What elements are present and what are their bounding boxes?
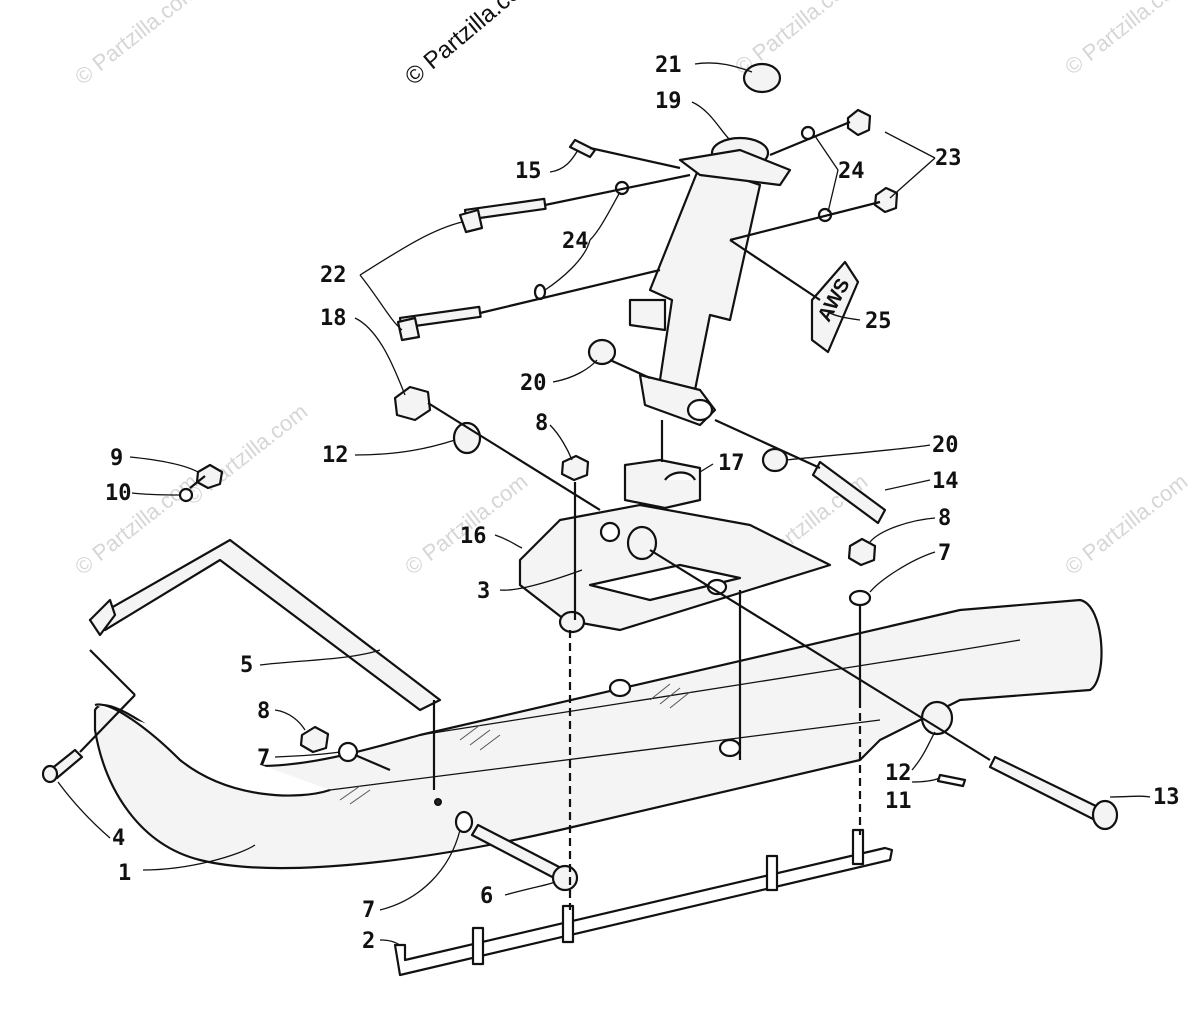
nut-18	[393, 385, 432, 422]
callout-22: 22	[320, 263, 347, 288]
callout-5: 5	[240, 653, 253, 678]
callout-1: 1	[118, 861, 131, 886]
callout-9: 9	[110, 446, 123, 471]
bushing-20-top	[587, 338, 617, 366]
callout-18: 18	[320, 306, 347, 331]
ski-body	[93, 598, 1103, 870]
aws-decal: AWS	[810, 260, 860, 354]
callout-leaders	[57, 62, 1151, 946]
callout-19: 19	[655, 89, 682, 114]
callout-24-left: 24	[562, 229, 589, 254]
callout-12-left: 12	[322, 443, 349, 468]
callout-21: 21	[655, 53, 682, 78]
ski-hatching	[339, 683, 691, 805]
callout-8-left: 8	[257, 699, 270, 724]
bolt-13	[988, 755, 1119, 831]
nut-23-bottom	[873, 186, 899, 214]
callout-13: 13	[1153, 785, 1180, 810]
nut-8-left	[299, 725, 330, 754]
pin-11	[936, 773, 967, 788]
nut-23-top	[846, 108, 872, 137]
callout-20-top: 20	[520, 371, 547, 396]
callout-7-right: 7	[938, 541, 951, 566]
bushing-12-right	[920, 700, 954, 736]
washer-10	[178, 487, 194, 503]
callout-7-left: 7	[257, 746, 270, 771]
hole-marker	[434, 798, 442, 806]
callout-2: 2	[362, 929, 375, 954]
washer-7-right	[848, 589, 872, 607]
nut-9	[195, 463, 224, 490]
callout-15: 15	[515, 159, 542, 184]
callout-10: 10	[105, 481, 132, 506]
callout-16: 16	[460, 524, 487, 549]
washer-7-left	[337, 741, 359, 763]
bushing	[626, 525, 658, 561]
nut-8-center	[560, 454, 590, 482]
callout-numbers: 21 19 15 23 24 24 22 18 25 20 12 8 17 20…	[105, 53, 1180, 954]
washer-7-bottom	[454, 810, 474, 834]
callout-4: 4	[112, 826, 125, 851]
spacer-under-bracket	[558, 610, 586, 634]
callout-12-right: 12	[885, 761, 912, 786]
bolt-15	[568, 138, 597, 159]
bolt-upper	[458, 197, 547, 234]
callout-7-bottom: 7	[362, 898, 375, 923]
callout-8-center: 8	[535, 411, 548, 436]
bolt-lower	[396, 305, 482, 342]
shock-cap	[742, 62, 782, 94]
callout-25: 25	[865, 309, 892, 334]
callout-8-right: 8	[938, 506, 951, 531]
spindle-block	[623, 458, 702, 510]
callout-3: 3	[477, 579, 490, 604]
nut-8-right	[847, 537, 877, 567]
callout-24-right: 24	[838, 159, 865, 184]
sleeve-14	[811, 460, 887, 525]
ski-runner	[393, 828, 894, 977]
assembly-lines	[79, 120, 991, 910]
callout-20-right: 20	[932, 433, 959, 458]
callout-6: 6	[480, 884, 493, 909]
callout-14: 14	[932, 469, 959, 494]
bolt-4	[41, 748, 84, 784]
callout-17: 17	[718, 451, 745, 476]
shock-absorber	[628, 136, 792, 427]
spindle-bracket	[518, 503, 832, 632]
callout-23: 23	[935, 146, 962, 171]
ski-saddle	[88, 538, 442, 712]
callout-11: 11	[885, 789, 912, 814]
